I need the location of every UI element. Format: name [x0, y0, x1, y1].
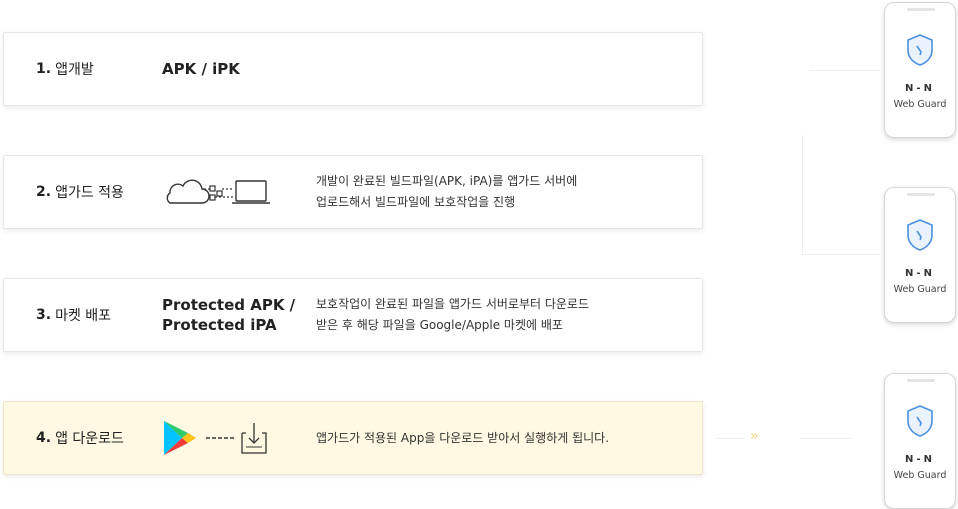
phone-caption: Web Guard — [893, 284, 947, 295]
phone-mockup: N-N Web Guard — [884, 187, 956, 323]
step-label: 1. 앱개발 — [36, 33, 94, 105]
connector-line — [715, 438, 745, 439]
step-number: 4. — [36, 430, 52, 446]
step-number: 1. — [36, 61, 52, 77]
step-market-distribution: 3. 마켓 배포 Protected APK / Protected iPA 보… — [3, 278, 703, 352]
title-line: Protected iPA — [162, 316, 277, 334]
step-description: 앱가드가 적용된 App을 다운로드 받아서 실행하게 됩니다. — [316, 402, 609, 474]
laptop-icon — [232, 180, 270, 204]
nhn-logo: N-N — [905, 268, 935, 279]
desc-line: 앱가드가 적용된 App을 다운로드 받아서 실행하게 됩니다. — [316, 430, 610, 445]
phone-notch — [907, 8, 935, 11]
shield-icon — [907, 34, 933, 66]
nhn-logo: N-N — [905, 83, 935, 94]
connector-line — [800, 438, 852, 439]
step-title: Protected APK / Protected iPA — [162, 279, 295, 351]
step-number: 3. — [36, 307, 52, 323]
phone-notch — [907, 379, 935, 382]
connector-line — [810, 70, 880, 71]
phone-caption: Web Guard — [893, 470, 947, 481]
phone-mockup: N-N Web Guard — [884, 2, 956, 138]
step-number: 2. — [36, 184, 52, 200]
upload-illustration — [162, 156, 272, 228]
connector-line — [802, 135, 803, 255]
step-app-download: 4. 앱 다운로드 앱가드가 적용된 App을 다운로드 받아서 실행하게 됩니… — [3, 401, 703, 475]
step-title: APK / iPK — [162, 60, 240, 78]
step-description: 개발이 완료된 빌드파일(APK, iPA)를 앱가드 서버에 업로드해서 빌드… — [316, 156, 577, 228]
step-appguard-apply: 2. 앱가드 적용 개발이 완료된 빌드파일(APK, iPA)를 앱가드 서버… — [3, 155, 703, 229]
phone-notch — [907, 193, 935, 196]
desc-line: 개발이 완료된 빌드파일(APK, iPA)를 앱가드 서버에 — [316, 174, 578, 188]
double-chevron-icon: » — [750, 428, 759, 444]
step-name: 앱가드 적용 — [55, 185, 124, 201]
phone-caption: Web Guard — [893, 99, 947, 110]
phone-mockup: N-N Web Guard — [884, 373, 956, 509]
step-label: 2. 앱가드 적용 — [36, 156, 124, 228]
step-name: 앱개발 — [55, 62, 94, 78]
download-box-icon — [241, 423, 267, 454]
step-description: 보호작업이 완료된 파일을 앱가드 서버로부터 다운로드 받은 후 해당 파일을… — [316, 279, 589, 351]
step-label: 4. 앱 다운로드 — [36, 402, 124, 474]
shield-icon — [907, 219, 933, 251]
title-line: Protected APK / — [162, 296, 296, 314]
download-illustration — [162, 402, 274, 474]
step-name: 마켓 배포 — [55, 308, 112, 324]
desc-line: 받은 후 해당 파일을 Google/Apple 마켓에 배포 — [316, 318, 563, 332]
desc-line: 업로드해서 빌드파일에 보호작업을 진행 — [316, 195, 516, 209]
connector-line — [802, 254, 880, 255]
shield-icon — [907, 405, 933, 437]
desc-line: 보호작업이 완료된 파일을 앱가드 서버로부터 다운로드 — [316, 297, 589, 311]
step-app-development: 1. 앱개발 APK / iPK — [3, 32, 703, 106]
google-play-icon — [164, 421, 267, 455]
cloud-upload-icon — [166, 179, 270, 204]
step-name: 앱 다운로드 — [55, 431, 124, 447]
nhn-logo: N-N — [905, 454, 935, 465]
step-label: 3. 마켓 배포 — [36, 279, 111, 351]
